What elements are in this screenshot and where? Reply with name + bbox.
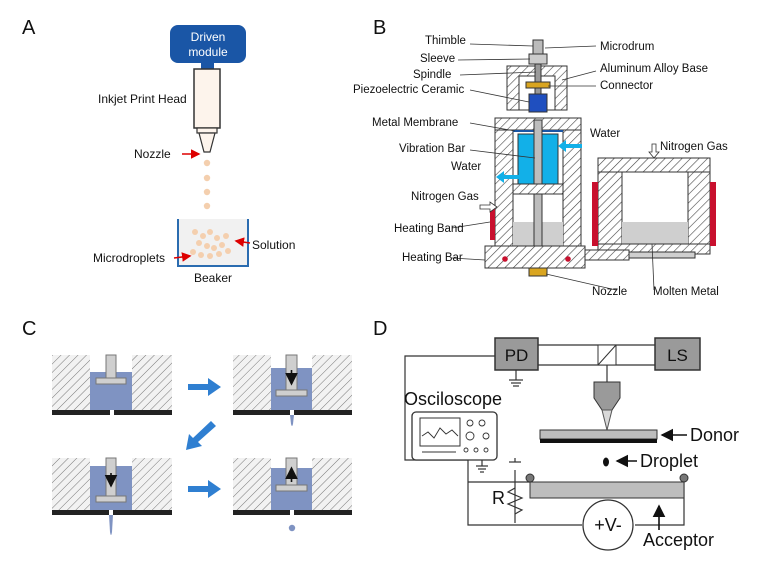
nozzle-label: Nozzle [134, 147, 171, 161]
ls-box [654, 337, 701, 371]
print-head-body [193, 68, 221, 129]
panel-d-letter: D [373, 318, 387, 340]
ls-label: LS [667, 346, 688, 365]
reservoir-right-wall [687, 171, 711, 255]
transfer-channel [628, 251, 696, 259]
spindle-label: Spindle [413, 69, 451, 81]
spindle-part [534, 63, 542, 95]
beaker-fill [178, 219, 248, 266]
mid-divider [512, 183, 564, 195]
acceptor-contact-right [679, 473, 689, 483]
sleeve-label: Sleeve [420, 53, 455, 65]
thimble-label: Thimble [425, 35, 466, 47]
driven-module-box [170, 25, 246, 63]
osciloscope-knobs [422, 419, 490, 453]
heating-bar-label: Heating Bar [402, 252, 463, 264]
panel-c-process-arrows [186, 378, 221, 498]
piezo-label: Piezoelectric Ceramic [353, 84, 464, 96]
microdroplets-cluster [190, 229, 231, 259]
piezo-part [528, 93, 548, 113]
reservoir-top [597, 157, 711, 173]
falling-droplets [203, 159, 211, 210]
droplet-label: Droplet [640, 451, 698, 471]
reservoir-left-wall [597, 171, 623, 255]
droplet-dot [603, 457, 609, 467]
heater-dot-left [502, 256, 508, 262]
osciloscope-screen [419, 417, 461, 447]
water-out-arrow [496, 171, 520, 183]
solution-arrow [234, 237, 251, 247]
panel-d: D PD LS [373, 318, 739, 551]
pd-label: PD [505, 346, 529, 365]
reservoir-melt [622, 222, 688, 244]
voltage-source [582, 499, 634, 551]
microdroplets-label: Microdroplets [93, 251, 165, 265]
print-head-collar [196, 127, 218, 134]
driven-module-label-2: module [188, 45, 228, 59]
nozzle-b-label: Nozzle [592, 286, 627, 298]
panel-b: B [353, 17, 728, 298]
heating-bar-block [484, 245, 586, 269]
vibration-bar-label: Vibration Bar [399, 143, 465, 155]
donor-film [540, 439, 657, 443]
acceptor-plate [529, 481, 685, 499]
microdroplets-arrow [173, 252, 192, 262]
heating-band-label: Heating Band [394, 223, 464, 235]
solution-label: Solution [252, 238, 295, 252]
metal-membrane-label: Metal Membrane [372, 117, 458, 129]
acceptor-label: Acceptor [643, 530, 714, 550]
connector-part [525, 81, 551, 89]
nozzle-part [528, 267, 548, 277]
panel-c-step-4 [233, 457, 352, 532]
panel-c-step-2 [233, 354, 352, 426]
voltage-label: +V- [594, 515, 622, 535]
driven-module-label-1: Driven [191, 30, 226, 44]
thimble-part [532, 39, 544, 55]
acceptor-contact-left [525, 473, 535, 483]
water-in-arrow [558, 140, 582, 152]
aluminum-base-label: Aluminum Alloy Base [600, 63, 708, 75]
panel-c-step-3 [52, 457, 172, 535]
panel-a-letter: A [22, 17, 36, 39]
laser-cone [601, 409, 613, 431]
nitrogen-right-label: Nitrogen Gas [660, 141, 728, 153]
microdrum-label: Microdrum [600, 41, 654, 53]
heating-band-res-right [710, 182, 716, 246]
sleeve-part [528, 53, 548, 65]
pd-box [494, 337, 539, 371]
osciloscope-label: Osciloscope [404, 389, 502, 409]
resistor-label: R [492, 488, 505, 508]
donor-label: Donor [690, 425, 739, 445]
nitrogen-in-arrow-left [479, 201, 498, 213]
transfer-pipe [584, 249, 630, 261]
water-left-label: Water [451, 161, 481, 173]
print-head-label: Inkjet Print Head [98, 92, 187, 106]
heating-band-left [490, 206, 495, 240]
left-wall [494, 129, 514, 251]
panel-b-letter: B [373, 17, 386, 39]
resistor-zigzag [506, 487, 524, 515]
objective-lens [593, 381, 621, 411]
molten-metal-label: Molten Metal [653, 286, 719, 298]
donor-plate [539, 429, 658, 440]
module-connector [201, 63, 214, 69]
nitrogen-in-arrow-right [648, 143, 660, 159]
connector-label: Connector [600, 80, 653, 92]
nozzle-tip [198, 132, 216, 153]
nitrogen-left-label: Nitrogen Gas [411, 191, 479, 203]
water-right-label: Water [590, 128, 620, 140]
panel-b-leaders [451, 43, 655, 291]
panel-c: C [22, 318, 352, 535]
beam-splitter-diagonal [597, 344, 617, 366]
panel-c-letter: C [22, 318, 36, 340]
panel-c-step-1 [52, 354, 172, 415]
heater-dot-right [565, 256, 571, 262]
heating-band-res-left [592, 182, 598, 246]
osciloscope-trace [421, 427, 459, 439]
panel-a: A Driven module Inkjet Print Head Nozzle [22, 17, 295, 285]
beaker-label: Beaker [194, 271, 232, 285]
